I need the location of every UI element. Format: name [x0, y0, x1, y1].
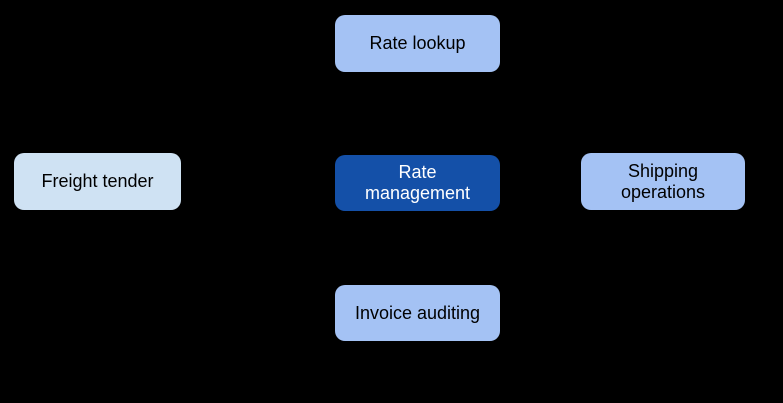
node-label-line-2: operations: [620, 181, 706, 202]
node-rate-lookup[interactable]: Rate lookup: [335, 15, 500, 72]
node-label: Freight tender: [41, 171, 154, 191]
node-label-line-1: Rate: [398, 162, 437, 182]
node-invoice-auditing[interactable]: Invoice auditing: [335, 285, 500, 341]
node-shipping-operations[interactable]: Shipping operations: [581, 153, 745, 210]
node-freight-tender[interactable]: Freight tender: [14, 153, 181, 210]
node-label: Invoice auditing: [354, 302, 481, 323]
node-label: Rate lookup: [369, 33, 466, 53]
node-label-line-1: Shipping: [627, 160, 699, 181]
node-label-line-2: management: [364, 183, 471, 203]
node-rate-management[interactable]: Rate management: [335, 155, 500, 211]
